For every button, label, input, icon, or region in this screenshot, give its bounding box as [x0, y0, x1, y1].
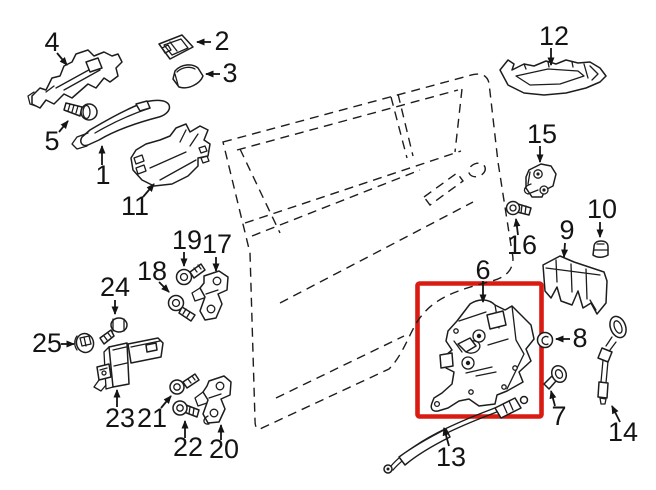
callout-12: 12 [539, 21, 569, 66]
callout-7: 7 [549, 390, 567, 431]
door-outer-edge [222, 73, 514, 430]
quarter-window-edge [454, 88, 463, 153]
door-crease-line [279, 201, 474, 304]
part-6-lock-assembly[interactable] [430, 299, 535, 412]
callout-14-arrow [611, 405, 621, 423]
callout-13-arrow [442, 427, 450, 447]
part-11-handle-shield[interactable] [130, 123, 211, 187]
part-2-handle-bezel[interactable] [158, 34, 194, 60]
callout-14: 14 [608, 405, 638, 447]
callout-21-label[interactable]: 21 [137, 403, 167, 433]
callout-8-label[interactable]: 8 [572, 323, 587, 353]
part-25-clip[interactable] [74, 332, 95, 355]
callout-20-label[interactable]: 20 [209, 434, 239, 464]
part-7-bolt[interactable] [543, 363, 569, 390]
callout-8: 8 [555, 323, 588, 353]
callout-15-label[interactable]: 15 [527, 119, 557, 149]
callout-9: 9 [559, 215, 575, 258]
part-13-release-cable[interactable] [383, 395, 529, 474]
door-beltline-inner [251, 169, 421, 237]
callout-18-arrow [158, 281, 170, 293]
part-20-latch-bracket-lower[interactable] [194, 375, 232, 425]
callout-2-label[interactable]: 2 [214, 26, 229, 56]
callout-23: 23 [105, 389, 135, 433]
part-1-outside-handle[interactable] [71, 99, 171, 150]
callout-7-arrow [549, 390, 557, 407]
part-14-lock-rod[interactable] [597, 314, 629, 405]
part-19-screw[interactable] [175, 263, 206, 286]
callout-18-label[interactable]: 18 [137, 256, 167, 286]
callout-19: 19 [172, 225, 202, 267]
door-lower-crease-line [275, 335, 405, 399]
callout-21-arrow [160, 395, 172, 409]
door-handle-hole [468, 162, 486, 178]
callout-22: 22 [173, 420, 203, 462]
callout-4: 4 [44, 27, 68, 66]
callout-20: 20 [209, 424, 239, 464]
part-23-door-check[interactable] [93, 337, 164, 392]
part-17-latch-bracket-upper[interactable] [191, 270, 229, 321]
callout-5: 5 [44, 120, 69, 156]
door-beltline [244, 150, 462, 224]
part-5-screw[interactable] [63, 102, 98, 121]
part-21-screw[interactable] [169, 373, 200, 395]
callout-14-label[interactable]: 14 [608, 417, 638, 447]
callout-10: 10 [587, 194, 617, 238]
callout-19-label[interactable]: 19 [172, 225, 202, 255]
part-12-handle-base[interactable] [499, 59, 607, 96]
callout-22-label[interactable]: 22 [173, 432, 203, 462]
part-22-screw[interactable] [172, 400, 200, 418]
window-frame-inner-left [239, 148, 281, 234]
callout-25-label[interactable]: 25 [32, 328, 62, 358]
part-10-rubber-stopper[interactable] [592, 240, 609, 258]
part-24-bolt[interactable] [99, 317, 128, 345]
part-8-grommet[interactable] [536, 331, 554, 349]
part-15-door-striker[interactable] [523, 163, 557, 198]
part-16-striker-screw[interactable] [505, 200, 532, 216]
window-division-bar-right [397, 93, 414, 157]
callout-1-label[interactable]: 1 [95, 160, 110, 190]
callout-18: 18 [137, 256, 170, 293]
callout-13-label[interactable]: 13 [436, 442, 466, 472]
callout-16-label[interactable]: 16 [507, 230, 537, 260]
callout-16-arrow [513, 218, 521, 236]
callout-11: 11 [121, 183, 155, 221]
callout-13: 13 [436, 427, 466, 472]
door-outline [222, 73, 514, 430]
callout-2: 2 [196, 26, 230, 56]
callout-25: 25 [32, 328, 75, 358]
callout-3: 3 [205, 58, 238, 88]
callout-17-label[interactable]: 17 [202, 229, 232, 259]
callout-24: 24 [100, 272, 130, 315]
part-18-screw[interactable] [167, 294, 196, 322]
part-4-handle-frame[interactable] [27, 49, 123, 109]
callout-5-arrow [58, 120, 69, 133]
callout-5-label[interactable]: 5 [44, 126, 59, 156]
callout-23-label[interactable]: 23 [105, 403, 135, 433]
callout-9-arrow [561, 242, 569, 258]
highlight-box-part-6 [415, 281, 544, 419]
callout-17: 17 [202, 229, 232, 272]
callout-4-label[interactable]: 4 [44, 27, 59, 57]
callout-24-label[interactable]: 24 [100, 272, 130, 302]
callout-11-label[interactable]: 11 [121, 191, 149, 221]
callout-10-label[interactable]: 10 [587, 194, 617, 224]
callout-1: 1 [95, 145, 111, 190]
window-division-bar-left [390, 96, 408, 159]
callout-6-label[interactable]: 6 [475, 255, 490, 285]
callout-12-label[interactable]: 12 [539, 21, 569, 51]
callout-6: 6 [475, 255, 491, 303]
part-9-lock-shield[interactable] [542, 255, 608, 315]
callout-16: 16 [507, 218, 537, 260]
window-frame-inner-top [236, 89, 459, 151]
door-handle-slot [423, 172, 464, 206]
callout-7-label[interactable]: 7 [551, 401, 566, 431]
callout-15: 15 [527, 119, 557, 163]
callout-21: 21 [137, 395, 172, 433]
callout-4-arrow [56, 52, 68, 66]
part-3-handle-cap[interactable] [172, 64, 204, 89]
callout-9-label[interactable]: 9 [559, 215, 574, 245]
callout-3-label[interactable]: 3 [222, 58, 237, 88]
callout-11-arrow [142, 183, 155, 198]
